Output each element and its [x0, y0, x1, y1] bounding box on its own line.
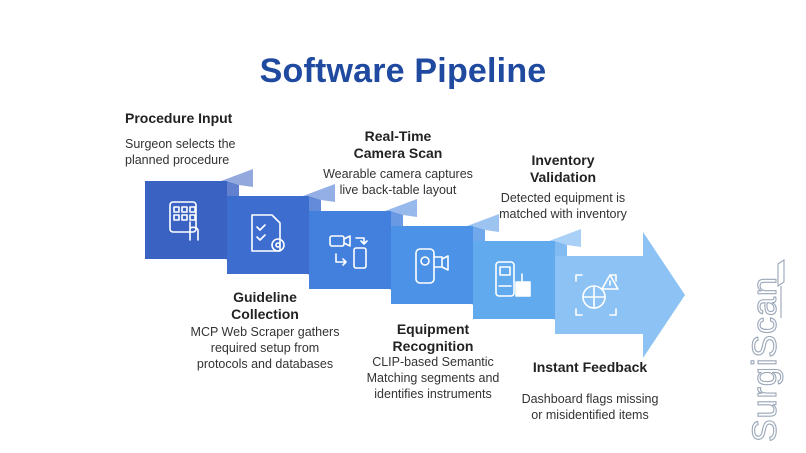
step-panel-6 [555, 232, 685, 358]
step-1-title: Procedure Input [125, 110, 232, 127]
panel-flap [303, 184, 335, 202]
panel-shape [555, 232, 685, 358]
step-5-title-line: Inventory [531, 152, 595, 168]
keypad-touch-icon [169, 201, 199, 241]
step-5-title: Inventory Validation [493, 152, 633, 186]
camera-phone-sync-icon [329, 235, 368, 269]
step-6-title-line: Instant Feedback [532, 359, 648, 375]
handheld-scanner-icon [415, 248, 449, 284]
step-1-desc-line: planned procedure [125, 153, 230, 167]
page-title: Software Pipeline [259, 52, 547, 90]
step-4-desc-line: identifies instruments [374, 387, 492, 401]
step-3-title-line: Real-Time [364, 128, 432, 144]
step-panel-5 [473, 229, 581, 319]
step-3-desc: Wearable camera captures live back-table… [310, 166, 486, 198]
document-gear-icon [251, 214, 285, 252]
step-2-desc-line: required setup from [210, 341, 320, 355]
step-1-desc-line: Surgeon selects the [125, 137, 236, 151]
panel-flap [221, 169, 253, 187]
step-5-title-line: Validation [529, 169, 597, 185]
step-4-desc-line: Matching segments and [366, 371, 500, 385]
step-2-title-line: Collection [231, 306, 299, 322]
step-4-title-line: Equipment [396, 321, 470, 337]
brand-logo: SurgiScan [745, 258, 785, 443]
step-2-desc: MCP Web Scraper gathers required setup f… [180, 324, 350, 372]
step-3-desc-line: live back-table layout [339, 183, 457, 197]
step-2-desc-line: MCP Web Scraper gathers [190, 325, 340, 339]
step-2-title: Guideline Collection [190, 289, 340, 323]
panel-flap [549, 229, 581, 247]
step-2-title-line: Guideline [233, 289, 297, 305]
step-4-title-line: Recognition [392, 338, 474, 354]
scalpel-icon [777, 258, 785, 318]
inventory-device-icon [495, 261, 531, 297]
panel-flap [467, 214, 499, 232]
step-2-desc-line: protocols and databases [196, 357, 334, 371]
step-panel-2 [227, 184, 335, 274]
step-1-title-line: Procedure Input [125, 110, 233, 126]
step-panel-4 [391, 214, 499, 304]
step-5-desc: Detected equipment is matched with inven… [478, 190, 648, 222]
step-4-desc-line: CLIP-based Semantic [372, 355, 494, 369]
step-panel-1 [145, 169, 253, 259]
panel-shape [309, 211, 391, 289]
step-4-desc: CLIP-based Semantic Matching segments an… [348, 354, 518, 402]
step-5-desc-line: matched with inventory [499, 207, 627, 221]
step-3-desc-line: Wearable camera captures [323, 167, 473, 181]
step-6-desc-line: or misidentified items [531, 408, 649, 422]
panel-shape [227, 196, 309, 274]
step-4-title: Equipment Recognition [358, 321, 508, 355]
step-6-desc: Dashboard flags missing or misidentified… [505, 391, 675, 423]
panel-flap [385, 199, 417, 217]
face-scan-alert-icon [575, 274, 619, 316]
step-3-title: Real-Time Camera Scan [318, 128, 478, 162]
step-5-desc-line: Detected equipment is [500, 191, 626, 205]
step-1-desc: Surgeon selects the planned procedure [125, 136, 236, 168]
step-3-title-line: Camera Scan [353, 145, 443, 161]
step-6-title: Instant Feedback [515, 359, 665, 376]
brand-wordmark: SurgiScan [746, 276, 784, 442]
step-panel-3 [309, 199, 417, 289]
panel-shape [391, 226, 473, 304]
step-6-desc-line: Dashboard flags missing [521, 392, 659, 406]
